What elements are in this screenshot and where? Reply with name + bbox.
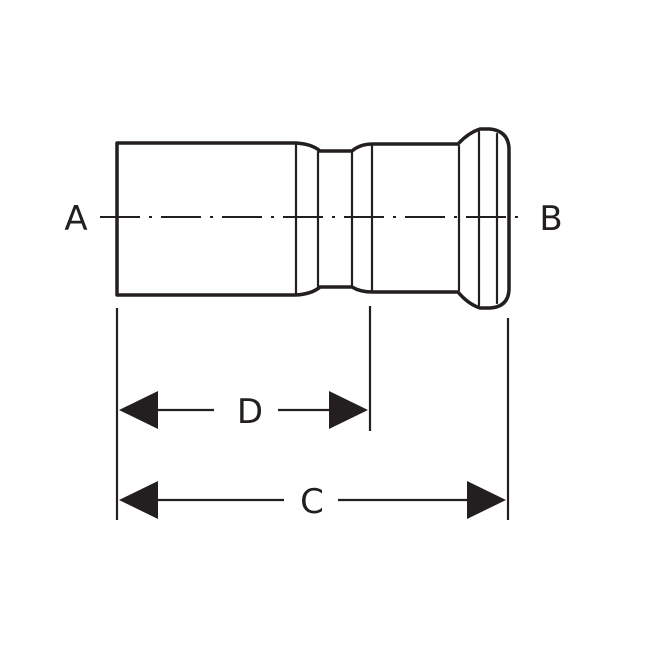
dimension-c-arrow-right bbox=[467, 481, 506, 519]
dimension-c: C bbox=[119, 481, 506, 522]
extension-lines bbox=[115, 306, 510, 520]
dimension-d-arrow-right bbox=[329, 391, 368, 429]
fitting-body bbox=[115, 127, 511, 310]
dimension-label-c: C bbox=[300, 482, 324, 522]
dimension-label-d: D bbox=[237, 392, 263, 432]
fitting-outline bbox=[115, 127, 511, 310]
end-label-b: B bbox=[539, 199, 562, 239]
dimension-d: D bbox=[119, 391, 368, 432]
end-label-a: A bbox=[64, 199, 87, 239]
dimension-c-arrow-left bbox=[119, 481, 158, 519]
dimension-d-arrow-left bbox=[119, 391, 158, 429]
